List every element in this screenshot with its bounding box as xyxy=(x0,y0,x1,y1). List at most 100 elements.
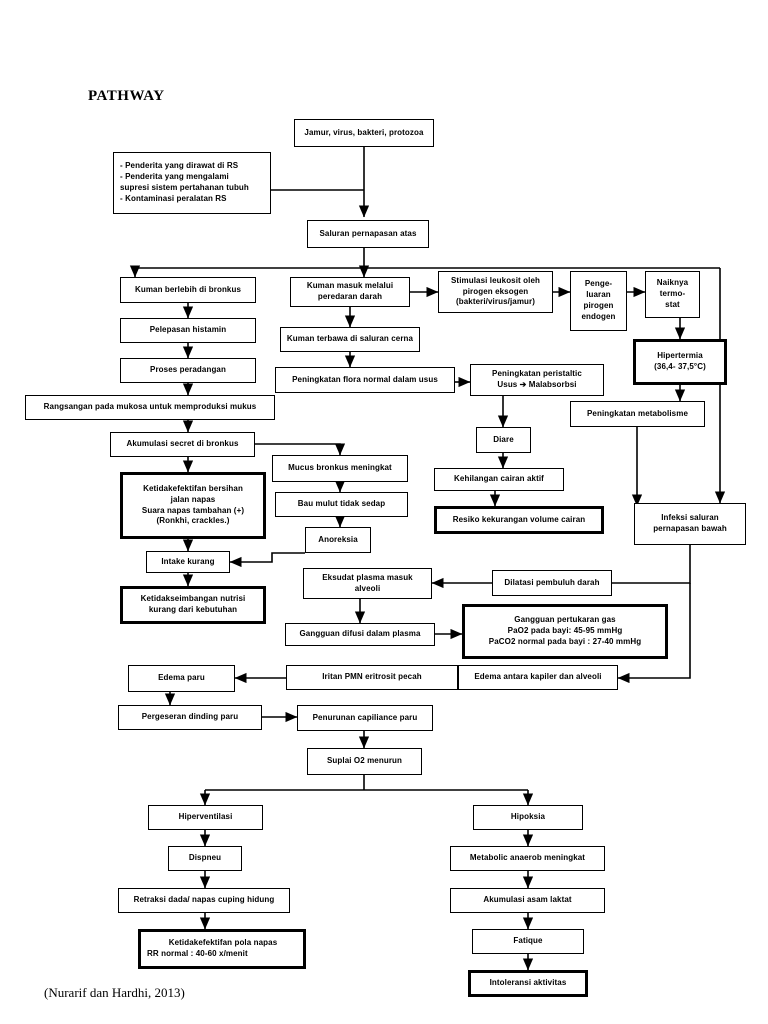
node-line: termo- xyxy=(659,289,686,299)
node-line: PaCO2 normal pada bayi : 27-40 mmHg xyxy=(488,636,642,646)
node-line: Fatique xyxy=(513,936,543,946)
node-line: stat xyxy=(665,299,680,309)
node-line: pernapasan bawah xyxy=(653,524,727,533)
node-line: supresi sistem pertahanan tubuh xyxy=(120,183,249,192)
node-line: Hipertermia xyxy=(657,351,703,361)
node-line: Retraksi dada/ napas cuping hidung xyxy=(133,895,275,905)
node-airway-clearance-diagnosis[interactable]: Ketidakefektifan bersihan jalan napas Su… xyxy=(120,472,266,539)
node-inflammation[interactable]: Proses peradangan xyxy=(120,358,256,383)
node-leukocyte-stimulation[interactable]: Stimulasi leukosit oleh pirogen eksogen … xyxy=(438,271,553,313)
node-line: Penurunan capiliance paru xyxy=(312,712,418,722)
node-exudate-alveoli[interactable]: Eksudat plasma masuk alveoli xyxy=(303,568,432,599)
node-histamine-release[interactable]: Pelepasan histamin xyxy=(120,318,256,343)
node-line: (36,4- 37,5°C) xyxy=(654,362,706,371)
node-fatigue[interactable]: Fatique xyxy=(472,929,584,954)
node-pathogen[interactable]: Jamur, virus, bakteri, protozoa xyxy=(294,119,434,147)
node-line: Jamur, virus, bakteri, protozoa xyxy=(304,127,424,137)
node-line: pirogen eksogen xyxy=(462,286,529,296)
node-line: Ketidakefektifan bersihan xyxy=(143,483,243,493)
node-hyperventilation[interactable]: Hiperventilasi xyxy=(148,805,263,830)
node-line: Pergeseran dinding paru xyxy=(141,712,239,722)
node-lung-edema[interactable]: Edema paru xyxy=(128,665,235,692)
node-fluid-loss[interactable]: Kehilangan cairan aktif xyxy=(434,468,564,491)
node-line: Infeksi saluran xyxy=(661,513,719,523)
node-dyspnea[interactable]: Dispneu xyxy=(168,846,242,871)
node-line: Usus ➔ Malabsorbsi xyxy=(497,380,577,389)
node-intake-low[interactable]: Intake kurang xyxy=(146,551,230,573)
node-vessel-dilation[interactable]: Dilatasi pembuluh darah xyxy=(492,570,612,596)
node-line: PaO2 pada bayi: 45-95 mmHg xyxy=(507,626,623,636)
node-anaerobic-metabolism[interactable]: Metabolic anaerob meningkat xyxy=(450,846,605,871)
node-pyrogen-release[interactable]: Penge- luaran pirogen endogen xyxy=(570,271,627,331)
node-breathing-pattern-diagnosis[interactable]: Ketidakefektifan pola napas RR normal : … xyxy=(138,929,306,969)
node-fluid-volume-risk-diagnosis[interactable]: Resiko kekurangan volume cairan xyxy=(434,506,604,534)
page-title: PATHWAY xyxy=(88,88,165,104)
node-oxygen-supply-decrease[interactable]: Suplai O2 menurun xyxy=(307,748,422,775)
node-line: Suara napas tambahan (+) xyxy=(141,505,245,515)
citation-text: (Nurarif dan Hardhi, 2013) xyxy=(44,985,185,1000)
node-line: Intoleransi aktivitas xyxy=(489,978,567,988)
node-line: Resiko kekurangan volume cairan xyxy=(452,514,586,524)
node-gas-exchange-diagnosis[interactable]: Gangguan pertukaran gas PaO2 pada bayi: … xyxy=(462,604,668,659)
node-line: luaran xyxy=(586,290,611,300)
node-germs-bloodstream[interactable]: Kuman masuk melalui peredaran darah xyxy=(290,277,410,307)
node-line: Hipoksia xyxy=(510,812,546,822)
node-flora-increase[interactable]: Peningkatan flora normal dalam usus xyxy=(275,367,455,393)
node-nutrition-imbalance-diagnosis[interactable]: Ketidakseimbangan nutrisi kurang dari ke… xyxy=(120,586,266,624)
node-line: Akumulasi asam laktat xyxy=(483,895,572,905)
node-line: - Kontaminasi peralatan RS xyxy=(120,193,227,203)
node-diarrhea[interactable]: Diare xyxy=(476,427,531,453)
node-metabolism-increase[interactable]: Peningkatan metabolisme xyxy=(570,401,705,427)
node-mucosa-stimulation[interactable]: Rangsangan pada mukosa untuk memproduksi… xyxy=(25,395,275,420)
node-anorexia[interactable]: Anoreksia xyxy=(305,527,371,553)
node-line: Akumulasi secret di bronkus xyxy=(126,439,239,449)
node-risk-factors[interactable]: - Penderita yang dirawat di RS - Penderi… xyxy=(113,152,271,214)
node-line: Peningkatan peristaltic xyxy=(492,369,582,379)
node-line: Dispneu xyxy=(188,853,222,863)
node-line: Stimulasi leukosit oleh xyxy=(451,275,540,285)
node-line: Saluran pernapasan atas xyxy=(319,228,417,238)
node-line: Mucus bronkus meningkat xyxy=(288,463,392,473)
node-peristaltic-increase[interactable]: Peningkatan peristaltic Usus ➔ Malabsorb… xyxy=(470,364,604,396)
node-line: (Ronkhi, crackles.) xyxy=(156,516,230,526)
node-upper-airway[interactable]: Saluran pernapasan atas xyxy=(307,220,429,248)
node-line: Gangguan difusi dalam plasma xyxy=(299,629,421,639)
node-line: Pelepasan histamin xyxy=(149,325,227,335)
node-line: alveoli xyxy=(354,583,381,593)
node-germs-bronchus[interactable]: Kuman berlebih di bronkus xyxy=(120,277,256,303)
node-lower-respiratory-infection[interactable]: Infeksi saluran pernapasan bawah xyxy=(634,503,746,545)
node-chest-retraction[interactable]: Retraksi dada/ napas cuping hidung xyxy=(118,888,290,913)
node-germs-git[interactable]: Kuman terbawa di saluran cerna xyxy=(280,327,420,352)
node-thermostat-rise[interactable]: Naiknya termo- stat xyxy=(645,271,700,318)
node-pmn-irritation[interactable]: Iritan PMN eritrosit pecah xyxy=(286,665,458,690)
node-lung-wall-shift[interactable]: Pergeseran dinding paru xyxy=(118,705,262,730)
node-line: Peningkatan flora normal dalam usus xyxy=(292,374,438,384)
node-activity-intolerance-diagnosis[interactable]: Intoleransi aktivitas xyxy=(468,970,588,997)
node-secret-accumulation[interactable]: Akumulasi secret di bronkus xyxy=(110,432,255,457)
node-hyperthermia-diagnosis[interactable]: Hipertermia (36,4- 37,5°C) xyxy=(633,339,727,385)
node-line: Ketidakseimbangan nutrisi xyxy=(140,594,246,604)
node-line: Hiperventilasi xyxy=(178,812,233,822)
node-mucus-increase[interactable]: Mucus bronkus meningkat xyxy=(272,455,408,482)
node-capillary-alveoli-edema[interactable]: Edema antara kapiler dan alveoli xyxy=(458,665,618,690)
node-line: Intake kurang xyxy=(161,556,215,566)
node-line: Kuman terbawa di saluran cerna xyxy=(286,334,414,344)
node-line: - Penderita yang mengalami xyxy=(120,172,229,182)
node-line: kurang dari kebutuhan xyxy=(148,605,238,614)
node-line: Penge- xyxy=(584,279,613,289)
node-line: Peningkatan metabolisme xyxy=(587,408,688,418)
node-diffusion-problem[interactable]: Gangguan difusi dalam plasma xyxy=(285,623,435,646)
node-compliance-decrease[interactable]: Penurunan capiliance paru xyxy=(297,705,433,731)
node-bad-breath[interactable]: Bau mulut tidak sedap xyxy=(275,492,408,517)
node-line: Suplai O2 menurun xyxy=(326,756,403,766)
node-line: pirogen xyxy=(583,301,614,310)
node-lactic-acid[interactable]: Akumulasi asam laktat xyxy=(450,888,605,913)
node-line: jalan napas xyxy=(170,494,216,504)
node-line: Edema antara kapiler dan alveoli xyxy=(474,672,602,682)
node-line: Eksudat plasma masuk xyxy=(322,572,413,582)
node-hypoxia[interactable]: Hipoksia xyxy=(473,805,583,830)
node-line: Anoreksia xyxy=(318,534,358,544)
node-line: Kuman berlebih di bronkus xyxy=(134,284,242,294)
node-line: Kuman masuk melalui xyxy=(306,281,394,291)
